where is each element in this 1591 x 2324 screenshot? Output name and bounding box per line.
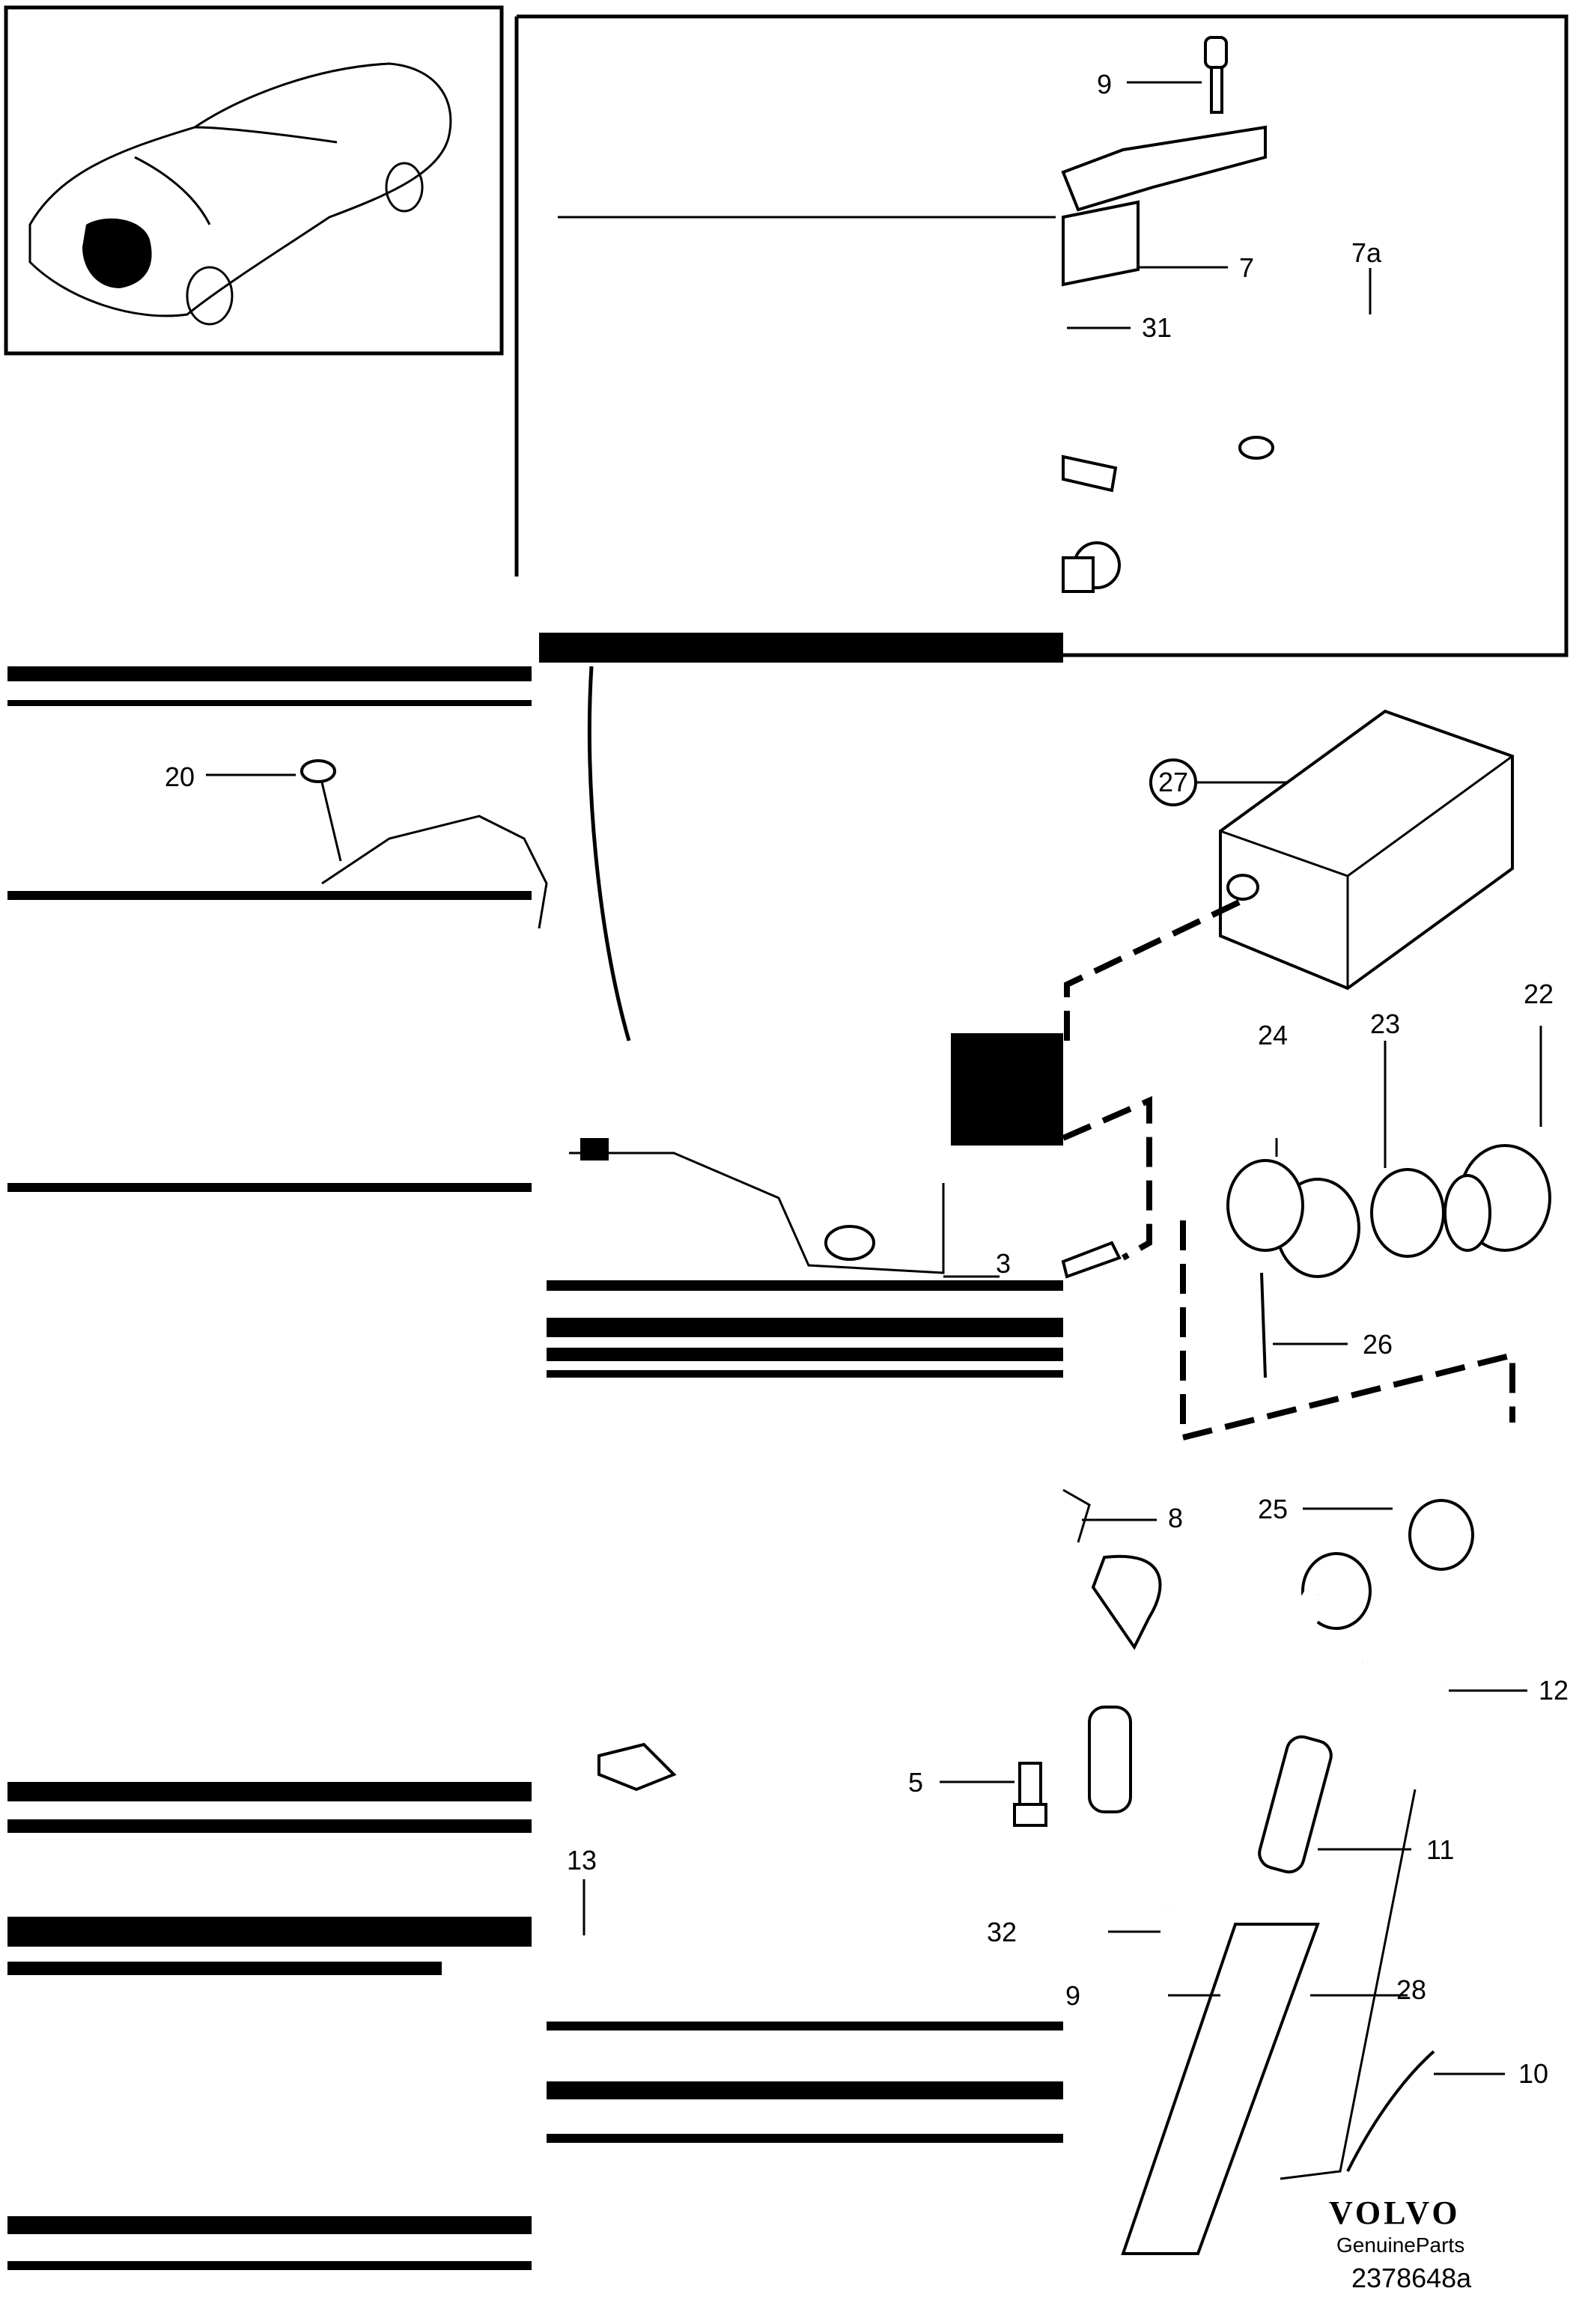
- bracket-part-7: [1061, 125, 1267, 287]
- nipple-fitting: [1062, 541, 1121, 593]
- seal-part-24: [1226, 1138, 1360, 1278]
- genuine-parts-text: GenuineParts: [1336, 2233, 1464, 2257]
- small-clip: [1062, 454, 1118, 493]
- volvo-logo-text: VOLVO: [1329, 2194, 1461, 2231]
- callout-20: 20: [165, 761, 195, 792]
- fitting-part-13: [582, 1742, 677, 1935]
- car-location-thumbnail: [4, 5, 504, 356]
- callout-9-top: 9: [1097, 69, 1112, 100]
- cap-part-22: [1444, 1026, 1551, 1252]
- callout-7a: 7a: [1351, 237, 1382, 268]
- callout-23: 23: [1370, 1009, 1400, 1039]
- filler-tube-part-9: [1121, 1923, 1320, 2255]
- callout-12: 12: [1539, 1675, 1569, 1706]
- callout-28: 28: [1396, 1974, 1426, 2005]
- callout-5: 5: [908, 1767, 923, 1798]
- callout-27: 27: [1158, 767, 1188, 797]
- seal-part-25: [1301, 1499, 1474, 1630]
- callout-3: 3: [996, 1248, 1011, 1279]
- filler-neck-pipe: [1088, 1554, 1330, 1933]
- diagram-part-number: 2378648a: [1351, 2263, 1472, 2293]
- grommet-part-20: [206, 759, 342, 862]
- car-outline: [28, 62, 452, 317]
- callout-31: 31: [1142, 312, 1172, 343]
- rear-wheel: [186, 266, 234, 326]
- o-ring-part-23: [1370, 1041, 1445, 1258]
- fuel-tank-top: [321, 815, 548, 929]
- scan-artifact-bands: [7, 633, 1063, 2270]
- pipe-part-10: [1346, 2050, 1505, 2172]
- highlighted-fuel-area: [82, 218, 152, 288]
- pipe-part-28: [1280, 1789, 1417, 2180]
- vent-hose-dashed: [1062, 899, 1515, 1442]
- tube-part-26: [1260, 1272, 1348, 1378]
- callout-32: 32: [987, 1917, 1017, 1947]
- callout-11: 11: [1426, 1834, 1454, 1865]
- callout-7: 7: [1239, 252, 1254, 283]
- tank-strap: [587, 666, 631, 1041]
- callout-26: 26: [1363, 1329, 1393, 1360]
- callouts: 9 7 7a 31 20 27 24 23 22 3 26 8 25 12 5 …: [165, 69, 1569, 2089]
- callout-10: 10: [1518, 2058, 1548, 2089]
- brand-block: VOLVO GenuineParts 2378648a: [1329, 2194, 1472, 2293]
- filler-bracket: [569, 1138, 1122, 1279]
- canister-part-27: [1149, 709, 1514, 991]
- callout-24: 24: [1258, 1020, 1288, 1050]
- callout-22: 22: [1524, 979, 1554, 1009]
- bolt-part-5: [940, 1762, 1047, 1827]
- front-wheel: [385, 162, 424, 213]
- filter-part-11: [1258, 1735, 1411, 1874]
- callout-9-bottom: 9: [1065, 1980, 1080, 2011]
- hose-part-7a: [1238, 209, 1404, 472]
- hose-part-12: [1359, 1627, 1527, 1692]
- callout-25: 25: [1258, 1494, 1288, 1524]
- nut-part-8: [1062, 1488, 1157, 1543]
- callout-8: 8: [1168, 1503, 1183, 1533]
- callout-13: 13: [567, 1845, 597, 1876]
- bolt-part-9-top: [1127, 36, 1228, 114]
- inset-frame: [514, 14, 1569, 657]
